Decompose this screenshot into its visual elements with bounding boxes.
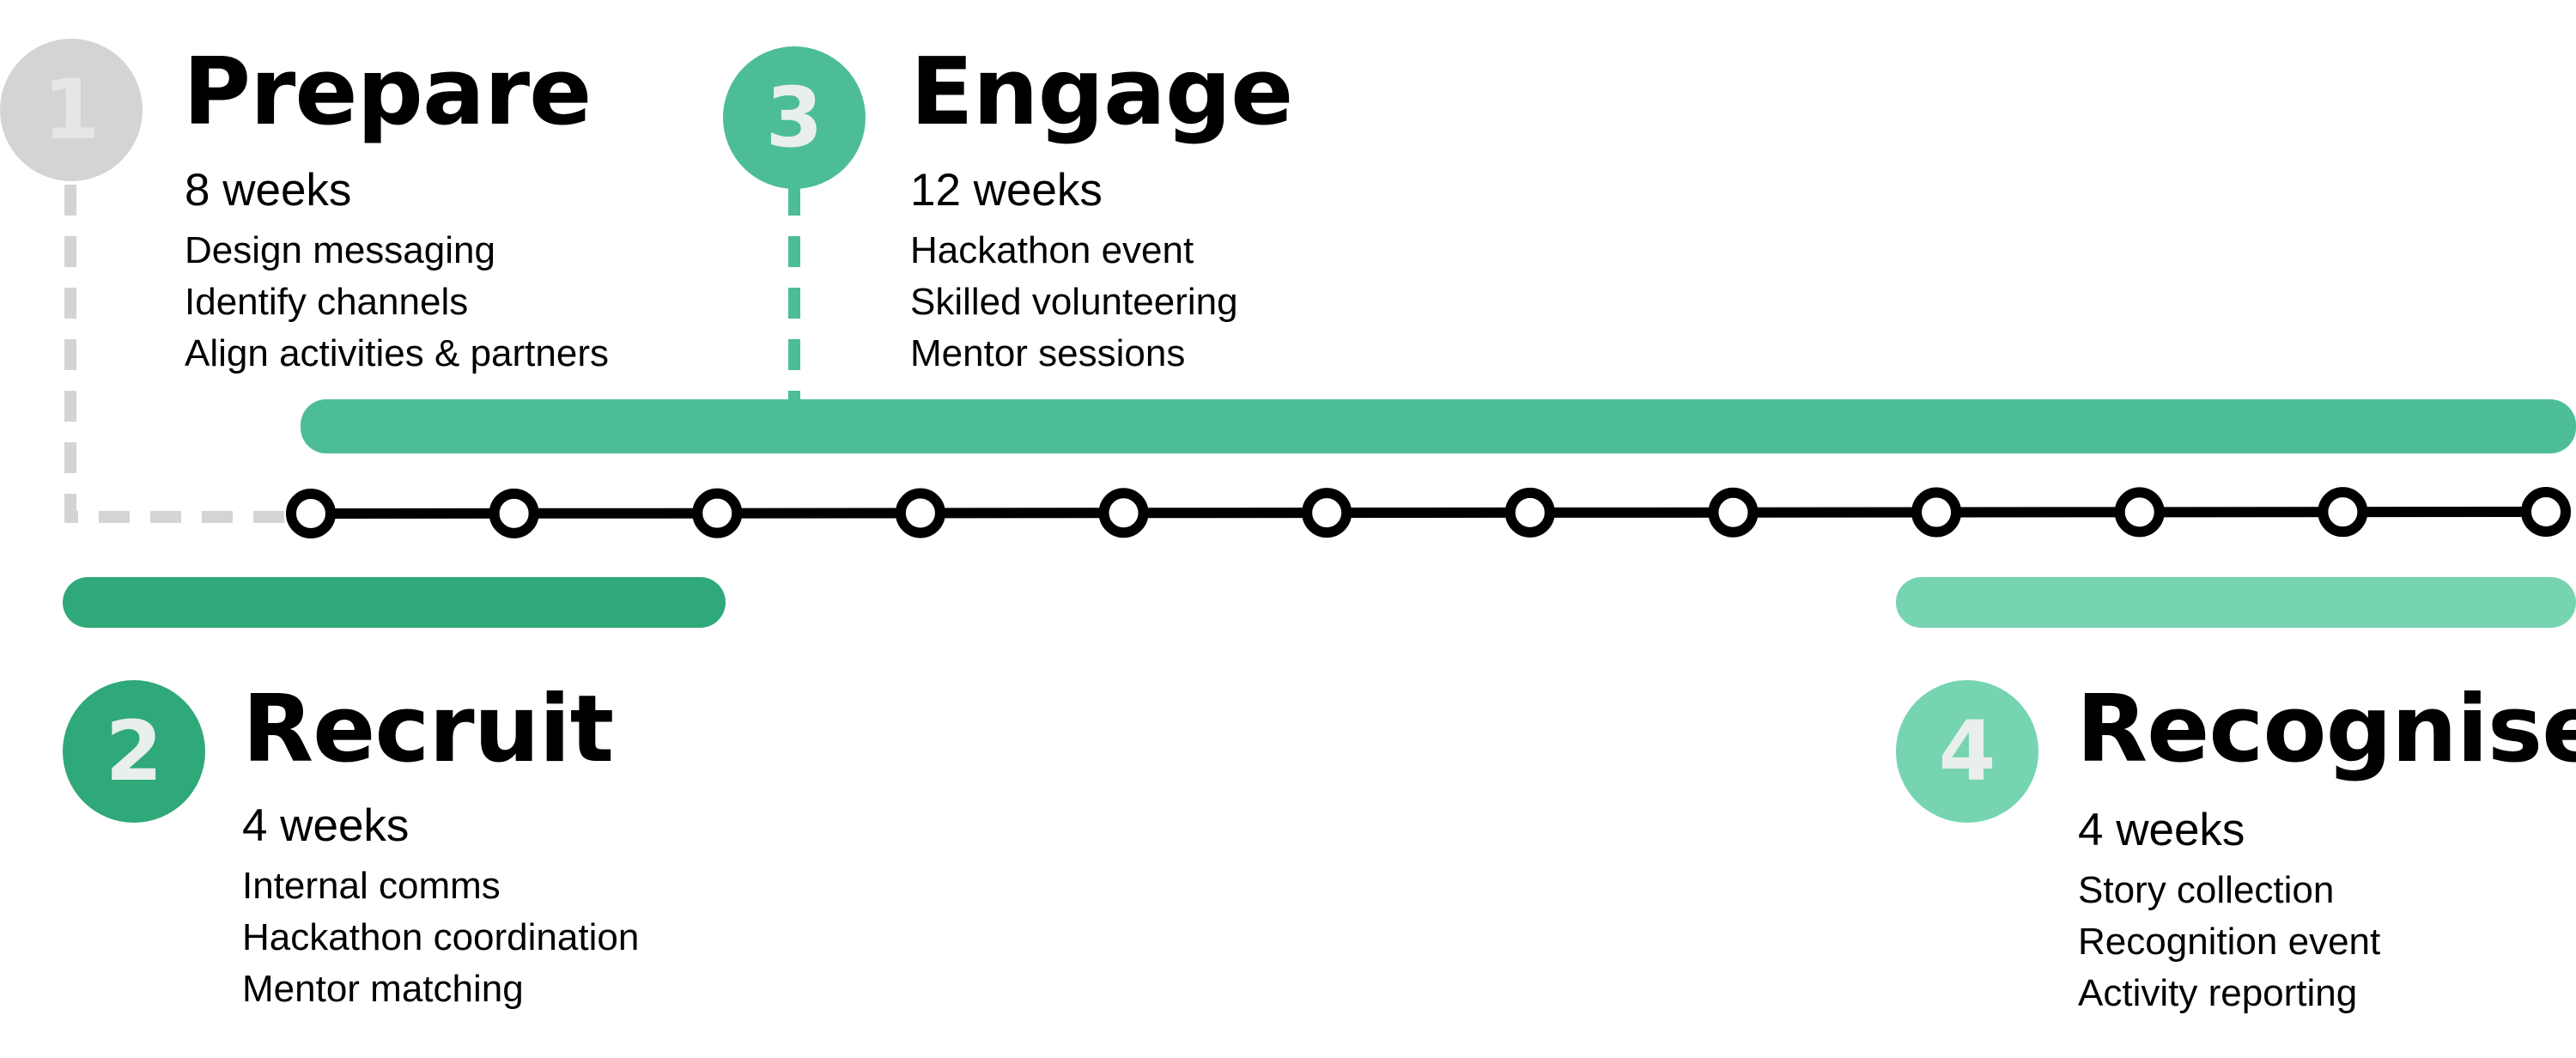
milestone-marker [895,488,945,538]
milestone-marker [1911,487,1962,538]
engage-duration: 12 weeks [910,165,1103,216]
recruit-activity: Hackathon coordination [242,916,640,958]
prepare-duration: 8 weeks [185,165,352,216]
recruit-activity: Internal comms [242,865,501,907]
recruit-number-badge: 2 [63,680,205,823]
timeline-axis [310,507,2547,519]
recognise-activity: Recognition event [2078,921,2381,963]
milestone-marker [286,489,336,538]
milestone-marker [1098,488,1149,538]
prepare-activity: Design messaging [185,229,495,271]
engage-number-badge: 3 [723,46,866,189]
milestone-marker [1708,487,1759,538]
prepare-connector [64,185,301,523]
milestone-markers [286,487,2571,538]
engage-bar [301,399,2576,453]
milestone-marker [489,488,539,538]
engage-title: Engage [910,39,1293,146]
prepare-number-badge: 1 [0,39,143,181]
milestone-marker [692,488,743,538]
recognise-activity: Story collection [2078,869,2335,911]
milestone-marker [2318,487,2368,538]
milestone-marker [2114,487,2165,538]
prepare-activity: Align activities & partners [185,332,609,374]
milestone-marker [1504,487,1555,538]
recruit-duration: 4 weeks [242,800,410,851]
recognise-bar [1896,577,2576,628]
recognise-duration: 4 weeks [2078,805,2245,855]
recruit-activity: Mentor matching [242,968,524,1010]
milestone-marker [2521,487,2571,537]
recognise-activity: Activity reporting [2078,972,2358,1014]
milestone-marker [1302,488,1352,538]
prepare-activity: Identify channels [185,281,469,323]
engage-activity: Skilled volunteering [910,281,1238,323]
recruit-title: Recruit [242,676,614,783]
recognise-title: Recognise [2076,676,2576,783]
recruit-bar [63,577,726,628]
engage-activity: Mentor sessions [910,332,1186,374]
prepare-title: Prepare [183,39,592,146]
engage-activity: Hackathon event [910,229,1194,271]
recognise-number-badge: 4 [1896,680,2038,823]
